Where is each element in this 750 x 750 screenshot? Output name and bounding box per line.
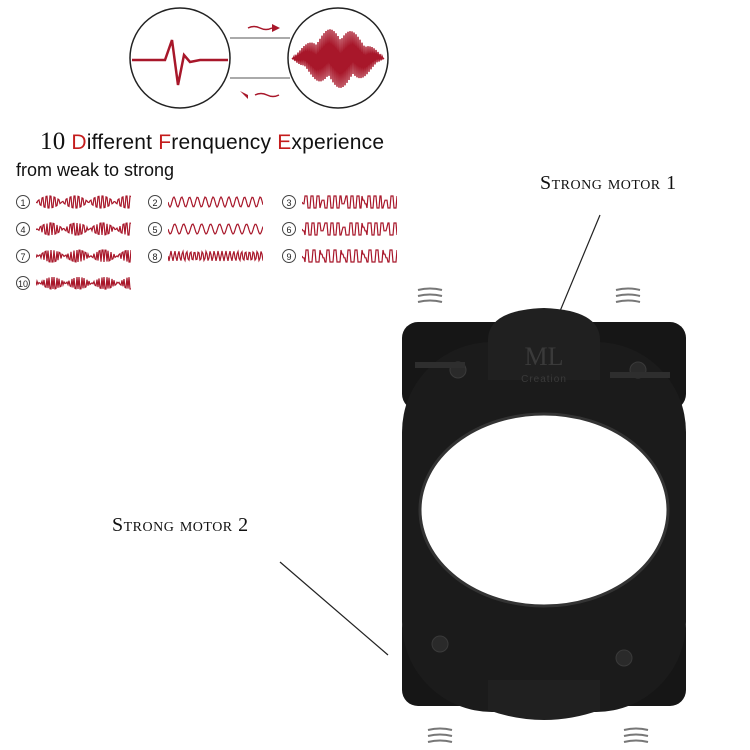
mode-wave-icon: [168, 223, 263, 235]
mode-wave-icon: [36, 195, 131, 209]
bottom-bump: [488, 680, 600, 720]
headline-word-3: xperience: [291, 131, 385, 154]
mode-number: 9: [282, 249, 296, 263]
ring-hole: [418, 412, 670, 608]
headline-cap-f: F: [158, 131, 172, 154]
mode-6: 6: [282, 219, 397, 239]
mode-number: 7: [16, 249, 30, 263]
mode-number: 2: [148, 195, 162, 209]
mode-10: 10: [16, 273, 131, 293]
mode-9: 9: [282, 246, 397, 266]
mode-5: 5: [148, 219, 263, 239]
mode-number: 1: [16, 195, 30, 209]
logo-main: ML: [525, 342, 564, 371]
mode-number: 5: [148, 222, 162, 236]
mode-wave-icon: [302, 195, 397, 209]
mode-number: 3: [282, 195, 296, 209]
mode-number: 10: [16, 276, 30, 290]
weak-wave-icon: [132, 39, 228, 86]
mode-4: 4: [16, 219, 131, 239]
product-image: ML Creation: [279, 214, 686, 743]
mode-wave-icon: [168, 195, 263, 209]
mode-wave-icon: [302, 249, 397, 263]
mode-1: 1: [16, 192, 131, 212]
headline-word-1: ifferent: [86, 131, 159, 154]
strong-wave-icon: [291, 29, 385, 88]
arrow-right-icon: [247, 24, 280, 32]
subheading: from weak to strong: [16, 160, 175, 180]
mode-7: 7: [16, 246, 131, 266]
top-bump: [488, 308, 600, 380]
mode-number: 8: [148, 249, 162, 263]
headline-number: 10: [40, 128, 66, 155]
callout-motor-2: Strong motor 2: [112, 514, 249, 536]
mode-wave-icon: [168, 249, 263, 263]
vibration-marks-icon: [417, 287, 649, 743]
callout-line-2: [279, 561, 389, 656]
headline-cap-d: D: [71, 131, 87, 154]
weak-wave-circle: [129, 7, 231, 109]
mode-8: 8: [148, 246, 263, 266]
mode-number: 4: [16, 222, 30, 236]
mode-wave-icon: [36, 222, 131, 236]
mode-2: 2: [148, 192, 263, 212]
mode-wave-icon: [36, 276, 131, 290]
headline-cap-e: E: [277, 131, 292, 154]
logo-sub: Creation: [521, 374, 567, 385]
callout-motor-1: Strong motor 1: [540, 172, 677, 194]
mode-wave-icon: [36, 249, 131, 263]
mode-number: 6: [282, 222, 296, 236]
arrow-left-icon: [240, 91, 280, 99]
frequency-illustration: [129, 7, 389, 109]
mode-3: 3: [282, 192, 397, 212]
headline-word-2: renquency: [171, 131, 278, 154]
mode-wave-icon: [302, 222, 397, 236]
